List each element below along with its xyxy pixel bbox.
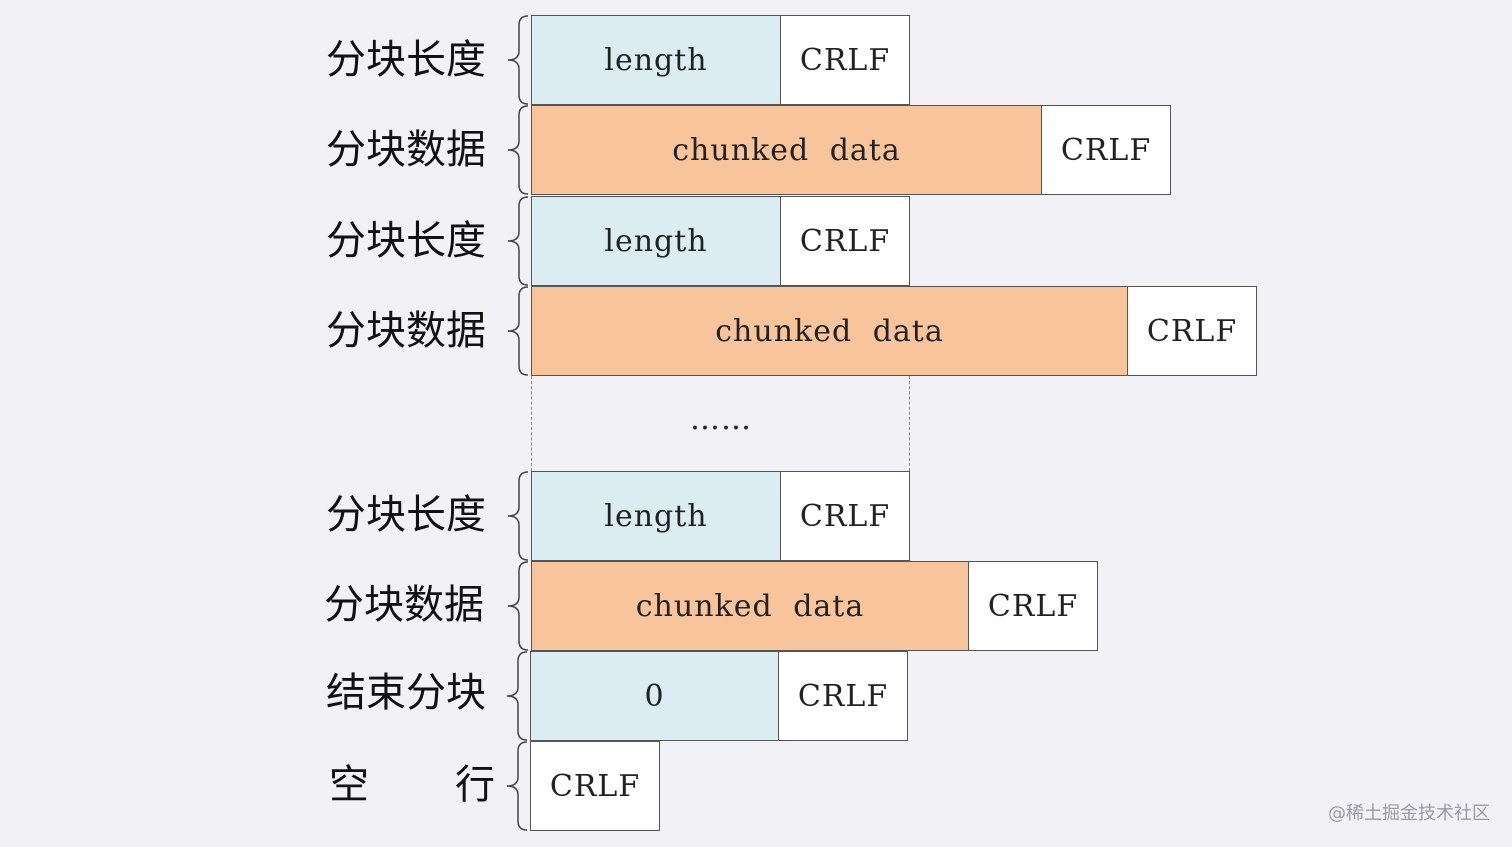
chunked-data-box: chunked data <box>531 561 969 651</box>
crlf-box: CRLF <box>778 651 908 741</box>
brace-icon <box>507 15 529 105</box>
chunked-data-box: chunked data <box>531 286 1128 376</box>
dashed-guide-right <box>909 376 910 471</box>
brace-icon <box>507 286 529 376</box>
row-label: 分块数据 <box>326 308 486 354</box>
crlf-box: CRLF <box>780 196 910 286</box>
chunked-data-box: chunked data <box>531 105 1042 195</box>
watermark: @稀土掘金技术社区 <box>1328 803 1490 824</box>
row-label-right: 行 <box>455 762 495 808</box>
length-box: length <box>531 15 781 105</box>
brace-icon <box>507 561 529 651</box>
crlf-box: CRLF <box>780 471 910 561</box>
crlf-box: CRLF <box>1041 105 1171 195</box>
length-box: length <box>531 196 781 286</box>
row-label-left: 空 <box>329 762 369 808</box>
row-label: 分块长度 <box>326 218 486 264</box>
brace-icon <box>507 196 529 286</box>
crlf-box: CRLF <box>780 15 910 105</box>
brace-icon <box>507 105 529 195</box>
brace-icon <box>506 741 528 831</box>
row-label: 分块数据 <box>324 582 484 628</box>
dashed-guide-left <box>531 376 532 471</box>
crlf-box: CRLF <box>968 561 1098 651</box>
zero-length-box: 0 <box>530 651 779 741</box>
ellipsis: …… <box>690 402 752 437</box>
row-label: 结束分块 <box>326 670 486 716</box>
brace-icon <box>506 651 528 741</box>
brace-icon <box>507 471 529 561</box>
crlf-box: CRLF <box>1127 286 1257 376</box>
row-label: 分块数据 <box>326 127 486 173</box>
length-box: length <box>531 471 781 561</box>
row-label: 分块长度 <box>326 492 486 538</box>
row-label: 分块长度 <box>326 37 486 83</box>
row-label: 空 行 <box>329 765 495 805</box>
crlf-box: CRLF <box>530 741 660 831</box>
